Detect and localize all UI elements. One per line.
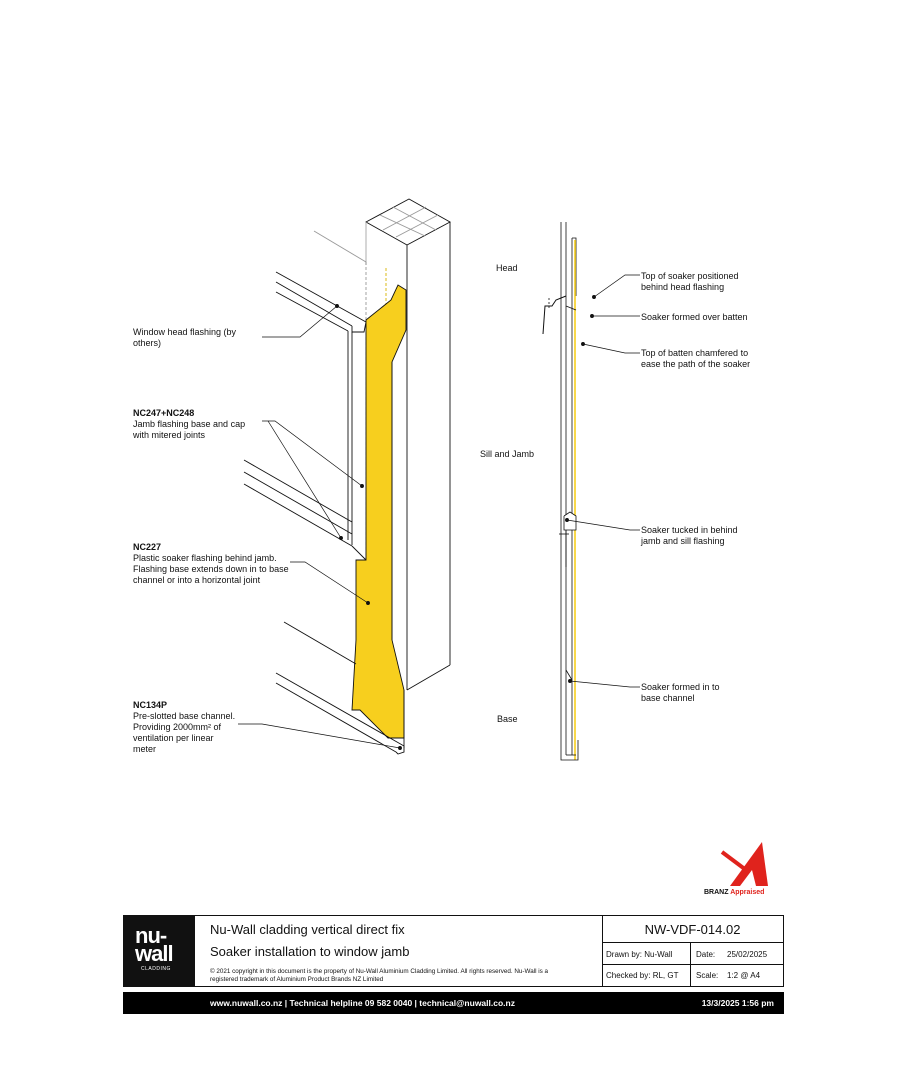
label-batten-chamfer: Top of batten chamfered to ease the path… (641, 348, 751, 369)
branz-logo (720, 842, 768, 886)
scale-value: 1:2 @ A4 (727, 971, 761, 980)
label-jamb-flashing: NC247+NC248 Jamb flashing base and cap w… (133, 408, 246, 440)
head-flashing (275, 230, 367, 333)
section-base: Base (497, 714, 518, 724)
jamb-flashing (243, 262, 387, 561)
branz-appraised: BRANZ Appraised (704, 889, 765, 896)
date-label: Date: (696, 950, 716, 959)
label-top-soaker: Top of soaker positioned behind head fla… (641, 271, 739, 292)
drawn-by: Drawn by: Nu-Wall (606, 950, 673, 959)
checked-by: Checked by: RL, GT (606, 971, 679, 980)
soaker-flashing (351, 284, 407, 739)
title-block: nu- wall CLADDING Nu-Wall cladding verti… (123, 915, 784, 987)
copyright-text: © 2021 copyright in this document is the… (210, 968, 549, 983)
jamb-post (365, 198, 451, 691)
footer-timestamp: 13/3/2025 1:56 pm (701, 998, 774, 1008)
label-soaker-tucked: Soaker tucked in behind jamb and sill fl… (641, 525, 738, 546)
label-soaker-batten: Soaker formed over batten (641, 312, 748, 322)
footer-bar: www.nuwall.co.nz | Technical helpline 09… (123, 992, 784, 1014)
label-soaker-base: Soaker formed in to base channel (641, 682, 720, 703)
label-head-flashing: Window head flashing (by others) (133, 327, 237, 348)
drawing-title: Nu-Wall cladding vertical direct fix (210, 922, 405, 937)
right-leaders (565, 274, 640, 688)
section-head: Head (496, 263, 518, 273)
section-sill-jamb: Sill and Jamb (480, 449, 535, 459)
footer-contact: www.nuwall.co.nz | Technical helpline 09… (210, 998, 515, 1008)
section-view (542, 222, 579, 761)
date-value: 25/02/2025 (727, 950, 768, 959)
left-leaders (238, 304, 402, 750)
drawing-subtitle: Soaker installation to window jamb (210, 944, 410, 959)
nuwall-logo: nu- wall CLADDING (124, 916, 195, 986)
label-soaker: NC227 Plastic soaker flashing behind jam… (133, 542, 289, 585)
scale-label: Scale: (696, 971, 719, 980)
base-channel (275, 621, 405, 755)
drawing-number: NW-VDF-014.02 (644, 922, 741, 937)
label-base-channel: NC134P Pre-slotted base channel. Providi… (133, 700, 236, 754)
